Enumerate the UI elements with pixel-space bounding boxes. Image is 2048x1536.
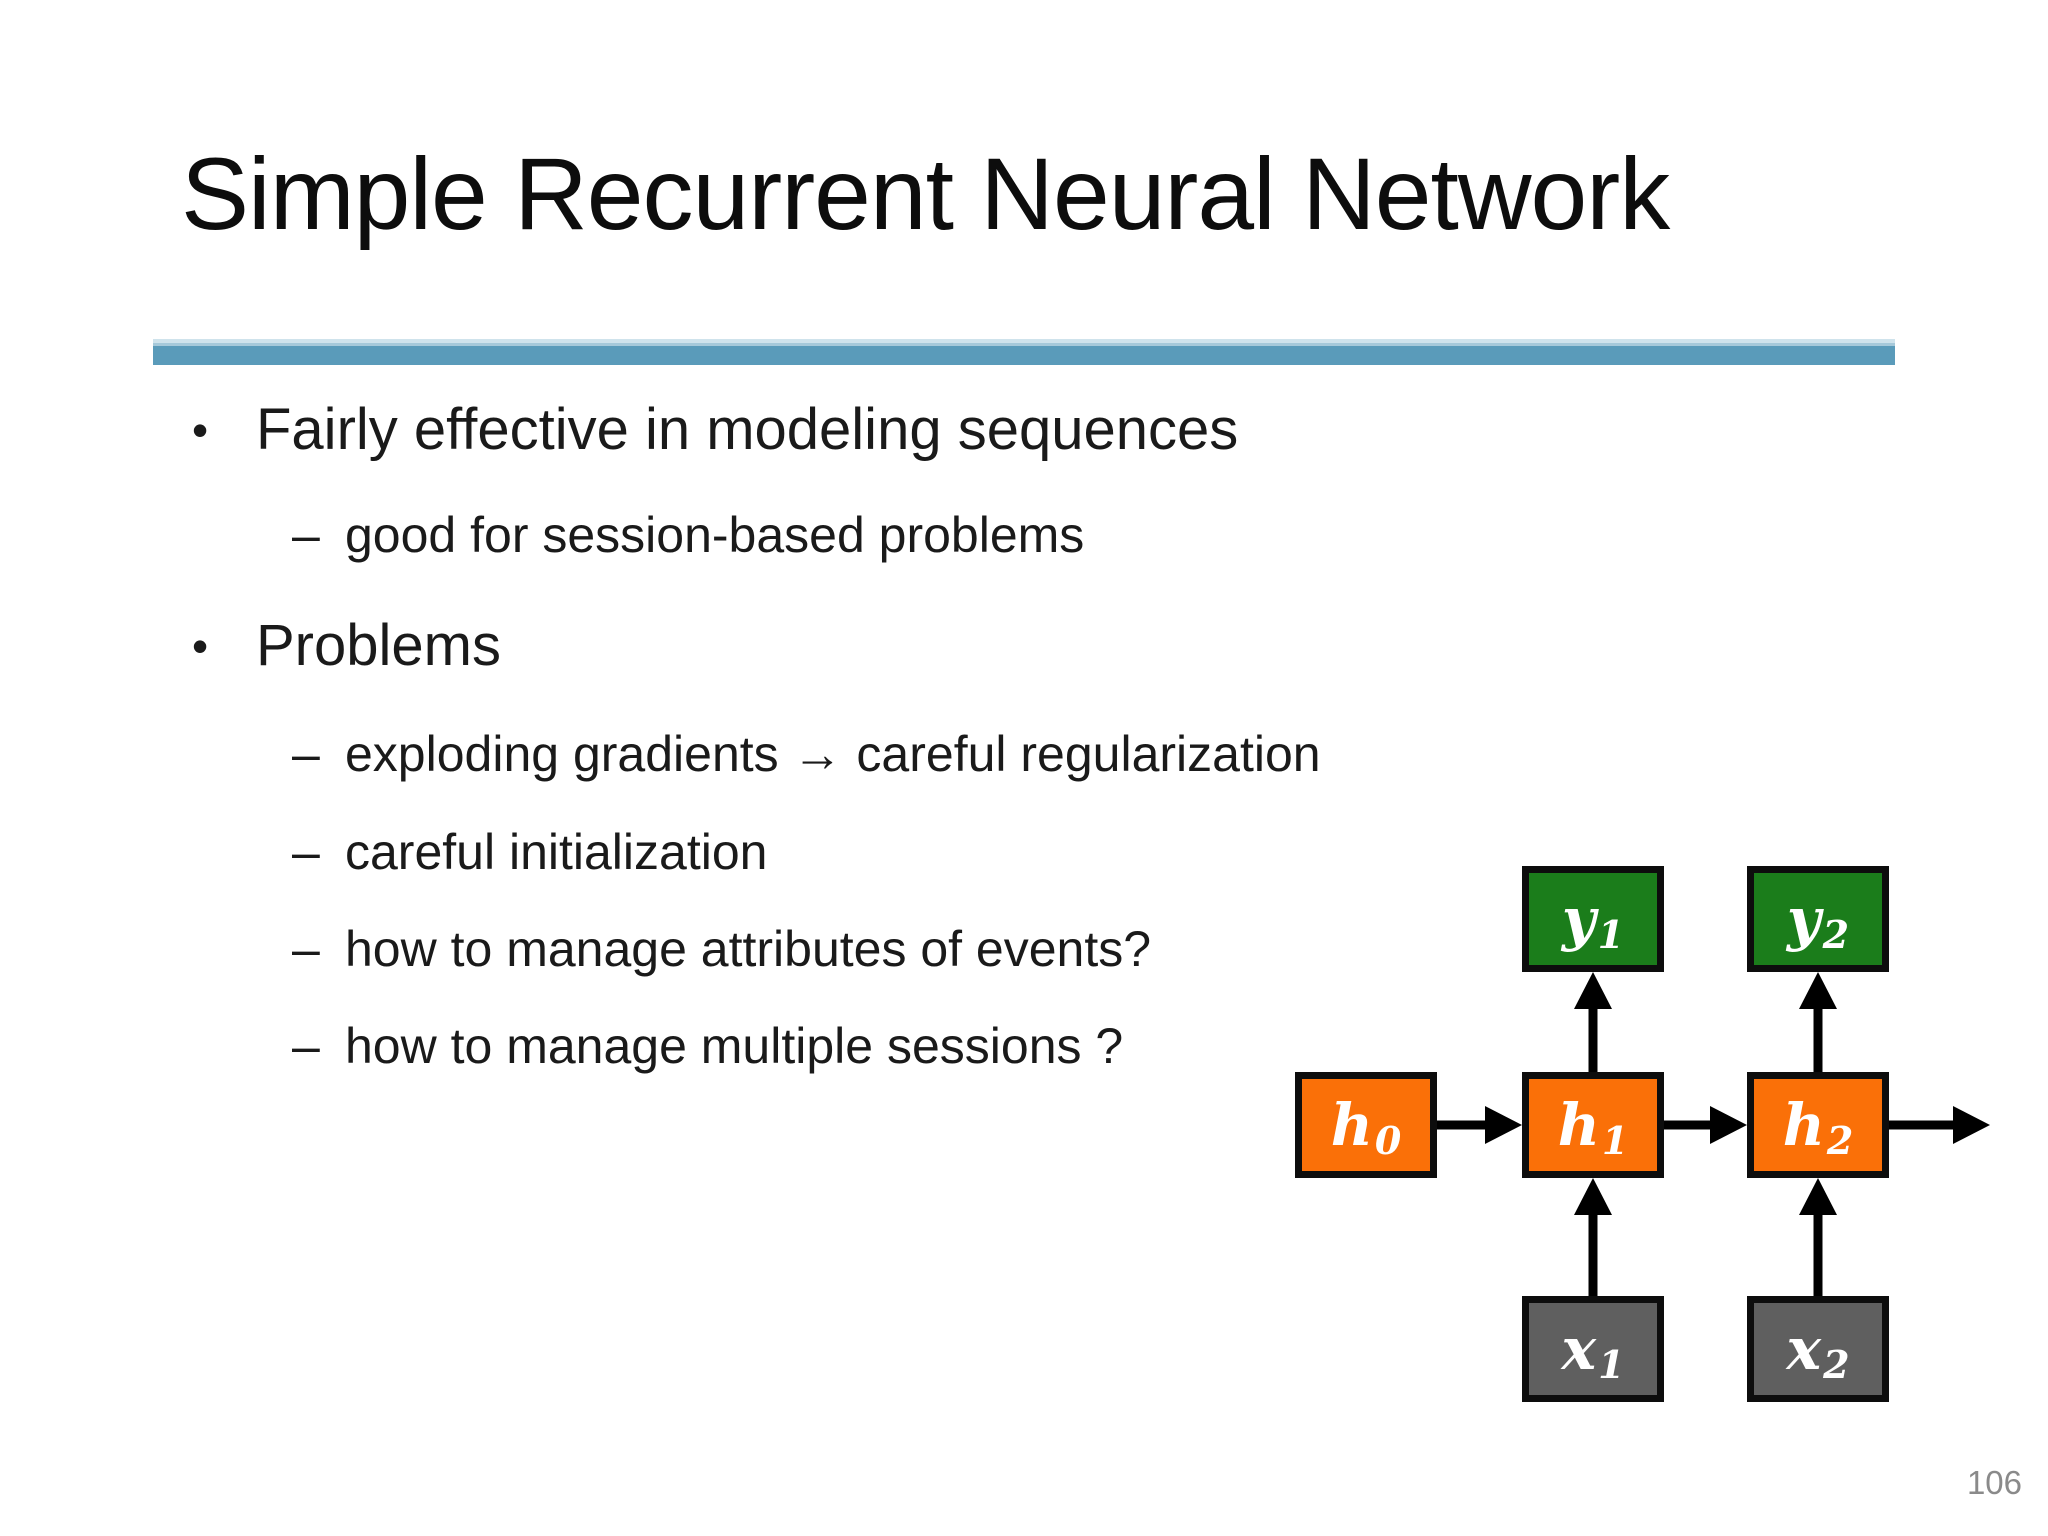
bullet-dash: – [292, 507, 320, 563]
bullet-text: careful initialization [345, 824, 768, 880]
node-subscript: 0 [1374, 1118, 1402, 1163]
bullet-text: Problems [256, 613, 501, 678]
node-subscript: 1 [1597, 912, 1625, 957]
page-number: 106 [1966, 1464, 2022, 1501]
node-subscript: 1 [1601, 1118, 1629, 1163]
node-label: x [1786, 1315, 1822, 1383]
node-subscript: 2 [1822, 912, 1850, 957]
bullet-line: • Fairly effective in modeling sequences [0, 398, 1238, 462]
node-label: y [1561, 885, 1596, 953]
bullet-text: how to manage multiple sessions ? [345, 1018, 1124, 1074]
bullet-line: – careful initialization [0, 824, 767, 880]
node-label: h [1557, 1091, 1600, 1159]
slide-title: Simple Recurrent Neural Network [181, 137, 1670, 251]
node-subscript: 1 [1598, 1342, 1625, 1387]
bullet-line: – good for session-based problems [0, 507, 1084, 563]
bullet-line: • Problems [0, 614, 501, 678]
title-divider-bar [153, 339, 1895, 365]
node-label: x [1561, 1315, 1597, 1383]
node-label: y [1786, 885, 1821, 953]
bullet-dot: • [192, 404, 209, 456]
bullet-text: exploding gradients → careful regulariza… [345, 726, 1321, 782]
bullet-line: – how to manage multiple sessions ? [0, 1018, 1123, 1074]
bullet-text: Fairly effective in modeling sequences [256, 397, 1239, 462]
bullet-dash: – [292, 1018, 320, 1074]
bullet-line: – exploding gradients → careful regulari… [0, 726, 1321, 782]
node-subscript: 2 [1826, 1118, 1854, 1163]
bullet-line: – how to manage attributes of events? [0, 921, 1151, 977]
node-label: h [1782, 1091, 1825, 1159]
bullet-dash: – [292, 726, 320, 782]
bullet-dash: – [292, 824, 320, 880]
bullet-dash: – [292, 921, 320, 977]
node-label: h [1330, 1091, 1373, 1159]
bullet-dot: • [192, 620, 209, 672]
node-subscript: 2 [1823, 1342, 1850, 1387]
bullet-text: how to manage attributes of events? [345, 921, 1152, 977]
bullet-text: good for session-based problems [345, 507, 1085, 563]
